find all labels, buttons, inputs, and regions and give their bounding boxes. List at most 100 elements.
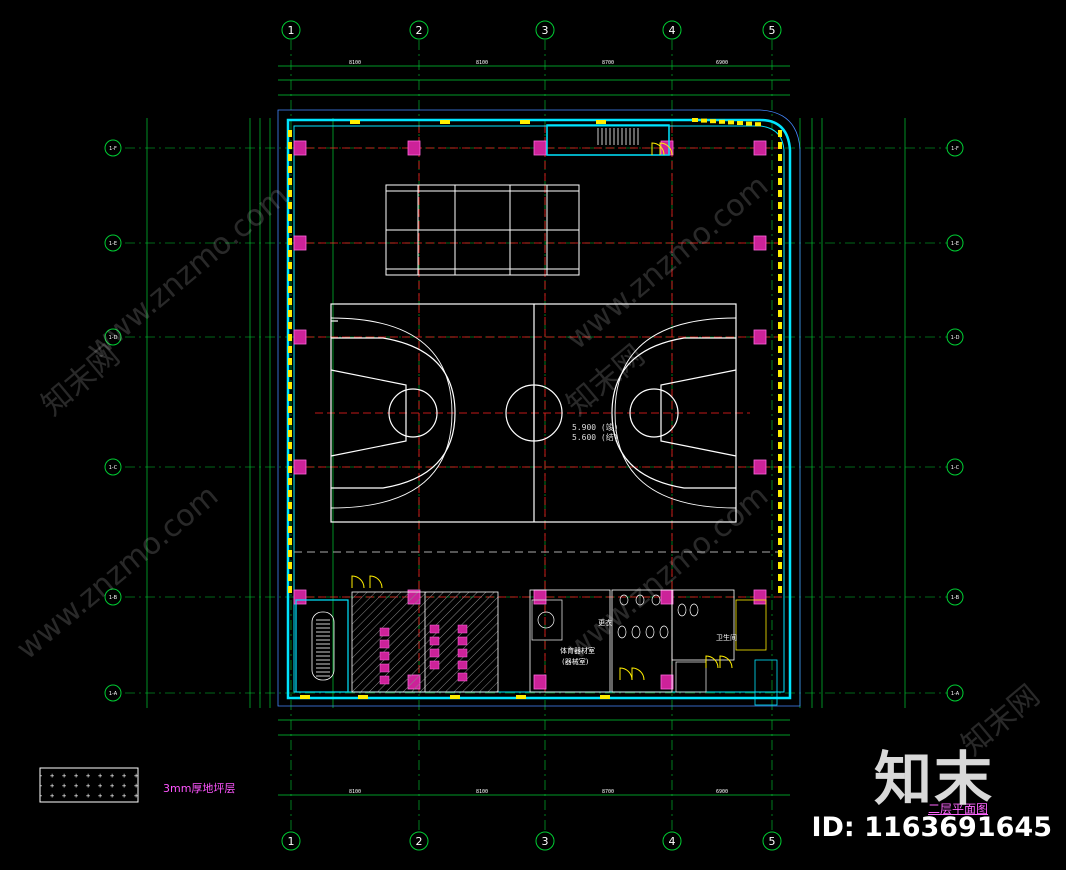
window — [288, 166, 292, 173]
toilet-fixture — [635, 594, 645, 606]
grid-bubble-col — [409, 831, 429, 851]
grid-bubble-col — [535, 831, 555, 851]
grid-bubble-row — [104, 458, 122, 476]
window — [778, 514, 782, 521]
column — [293, 329, 307, 345]
room-label-toilet: 卫生间 — [716, 634, 737, 642]
watermark-id: ID: 1163691645 — [811, 812, 1052, 843]
window — [778, 202, 782, 209]
window — [778, 538, 782, 545]
window — [778, 454, 782, 461]
window — [778, 418, 782, 425]
window — [778, 178, 782, 185]
window — [288, 394, 292, 401]
locker — [457, 672, 468, 682]
window — [288, 454, 292, 461]
grid-bubble-row-label: 1-E — [951, 241, 959, 247]
window — [288, 178, 292, 185]
window — [288, 514, 292, 521]
window — [288, 154, 292, 161]
column — [533, 140, 547, 156]
column — [753, 459, 767, 475]
grid-bubble-row-label: 1-B — [109, 595, 118, 601]
window — [288, 334, 292, 341]
toilet-fixture — [645, 625, 655, 639]
window — [288, 130, 292, 137]
window — [288, 310, 292, 317]
window — [288, 406, 292, 413]
window — [288, 502, 292, 509]
toilet-fixture — [659, 625, 669, 639]
window — [288, 214, 292, 221]
window — [596, 120, 606, 124]
column — [407, 140, 421, 156]
toilet-fixture — [651, 594, 661, 606]
window — [778, 286, 782, 293]
door — [369, 575, 383, 589]
grid-bubble-row-label: 1-C — [109, 465, 118, 471]
window — [288, 430, 292, 437]
floor-elevation: 5.900 (竣) 5.600 (结) — [572, 423, 619, 443]
window — [719, 119, 725, 124]
window — [778, 346, 782, 353]
grid-bubble-row-label: 1-D — [109, 335, 118, 341]
grid-bubble-col — [281, 20, 301, 40]
column — [753, 140, 767, 156]
locker — [379, 651, 390, 661]
locker — [429, 660, 440, 670]
window — [288, 238, 292, 245]
locker — [457, 624, 468, 634]
window — [778, 334, 782, 341]
window — [728, 120, 734, 125]
window — [288, 574, 292, 581]
grid-bubble-col — [762, 20, 782, 40]
window — [288, 418, 292, 425]
window — [288, 442, 292, 449]
dimension-label-top: 8100 — [349, 60, 361, 66]
dimension-label-bottom: 8100 — [349, 789, 361, 795]
column — [533, 674, 547, 690]
window — [288, 526, 292, 533]
window — [778, 262, 782, 269]
window — [778, 442, 782, 449]
room-label-equipment-sub: (器械室) — [562, 658, 589, 666]
service-rooms — [529, 589, 778, 706]
lockers — [379, 624, 468, 685]
grid-bubble-row-label: 1-F — [951, 146, 959, 152]
window — [778, 502, 782, 509]
window — [288, 466, 292, 473]
grid-bubble-col — [535, 20, 555, 40]
window — [288, 286, 292, 293]
locker — [429, 636, 440, 646]
window — [288, 202, 292, 209]
grid-bubble-col-label: 4 — [669, 24, 676, 37]
window — [288, 298, 292, 305]
locker — [457, 636, 468, 646]
grid-bubble-col-label: 4 — [669, 835, 676, 848]
grid-bubble-col — [762, 831, 782, 851]
staircase-bottom — [295, 599, 349, 693]
locker — [429, 624, 440, 634]
window — [778, 190, 782, 197]
door — [631, 667, 645, 681]
toilet-fixture — [619, 594, 629, 606]
window — [778, 574, 782, 581]
window — [778, 586, 782, 593]
window — [288, 190, 292, 197]
doors — [351, 142, 733, 681]
window — [778, 358, 782, 365]
window — [288, 322, 292, 329]
dimension-label-bottom: 6900 — [716, 789, 728, 795]
dimension-label-bottom: 8100 — [476, 789, 488, 795]
toilet-fixture — [677, 603, 687, 617]
toilet-fixtures — [537, 594, 699, 639]
window — [520, 120, 530, 124]
room-label-changing: 更衣 — [598, 619, 612, 627]
grid-bubble-row — [104, 234, 122, 252]
grid-bubble-row — [946, 588, 964, 606]
grid-bubble-row — [104, 328, 122, 346]
dimension-label-bottom: 8700 — [602, 789, 614, 795]
column — [753, 235, 767, 251]
locker — [379, 639, 390, 649]
